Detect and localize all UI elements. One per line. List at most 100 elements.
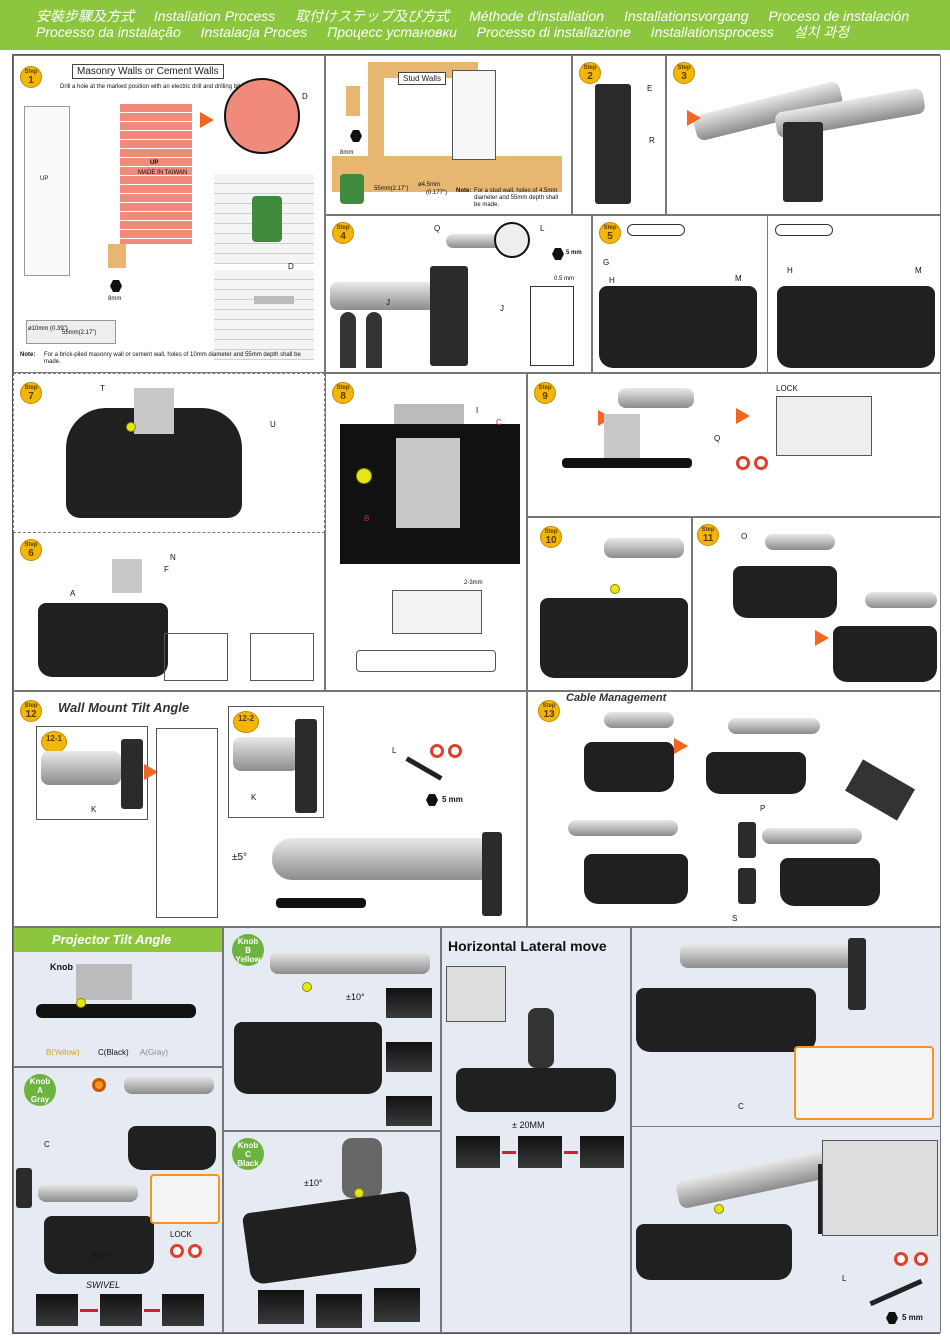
extension-arm (272, 838, 484, 880)
cable-cover (845, 759, 915, 821)
mount-bracket (528, 1008, 554, 1068)
wood-stud (368, 62, 478, 78)
lock-icon (894, 1252, 908, 1266)
part-label: S (732, 914, 738, 923)
step-1-title: Masonry Walls or Cement Walls (72, 64, 224, 79)
projector (241, 1190, 419, 1286)
diameter-inch-label: (0.177") (426, 190, 448, 196)
mount-bracket (76, 964, 132, 1000)
depth-label: 55mm(2.17") (374, 186, 409, 192)
projection-screen (456, 1136, 500, 1168)
mount-plate (394, 404, 464, 424)
wall-plate (783, 122, 823, 202)
projector (636, 1224, 792, 1280)
header-text: Installationsprocess (650, 24, 774, 40)
part-label: U (270, 420, 276, 429)
projection-screen (316, 1294, 362, 1328)
part-label: H (787, 266, 793, 275)
person-icon (340, 312, 356, 368)
gap-label: 0.5 mm (554, 276, 575, 282)
mount-bracket (134, 388, 174, 434)
brick-wall (120, 104, 192, 244)
projection-screen (580, 1136, 624, 1168)
header-row-2: Processo da instalação Instalacja Proces… (36, 24, 936, 40)
swivel-label: SWIVEL (86, 1280, 121, 1290)
unlock-icon (448, 744, 462, 758)
tilt-angle-label: ±5° (232, 852, 248, 863)
wood-block-icon (346, 86, 360, 116)
projector (128, 1126, 216, 1170)
part-label: P (760, 804, 766, 813)
extension-arm (618, 388, 694, 408)
anchor-bolt-icon (254, 296, 294, 304)
electric-drill-icon (340, 174, 364, 204)
bit-size-label: 8mm (340, 150, 354, 156)
part-label: E (647, 84, 653, 93)
detail-box (164, 633, 228, 681)
sub-step-12-2-box: 12-2 K (228, 706, 324, 818)
tilt-angle-label: ±10° (346, 992, 365, 1002)
hex-size-label: 5 mm (442, 795, 463, 804)
extension-arm (41, 751, 121, 785)
part-label: C (738, 1102, 744, 1111)
header-text: 설치 과정 (793, 24, 850, 40)
projector-tilt-panel: Projector Tilt Angle Knob B(Yellow) C(Bl… (13, 927, 223, 1067)
header-banner: 安裝步驟及方式 Installation Process 取付けステップ及び方式… (0, 0, 950, 50)
extension-arm (604, 712, 674, 728)
projection-screen (386, 988, 432, 1018)
projector-tilt-title: Projector Tilt Angle (14, 928, 222, 952)
part-label: T (100, 384, 105, 393)
header-text: Installationsvorgang (623, 8, 749, 24)
detail-closeup (446, 966, 506, 1022)
header-text: 安裝步驟及方式 (36, 8, 134, 24)
projection-screen (518, 1136, 562, 1168)
cable-management-title: Cable Management (566, 692, 667, 704)
projector (636, 988, 816, 1052)
projector (38, 603, 168, 677)
yellow-knob-icon (126, 422, 136, 432)
lateral-range-label: ± 20MM (512, 1120, 545, 1130)
lock-icon (736, 456, 750, 470)
made-in-label: MADE IN TAIWAN (138, 170, 188, 176)
hex-key-icon (869, 1278, 923, 1307)
projector (733, 566, 837, 618)
mount-base (36, 1004, 196, 1018)
detail-closeup (150, 1174, 220, 1224)
gap-label: 2-3mm (464, 580, 483, 586)
yellow-knob-icon (302, 982, 312, 992)
variant-box (775, 224, 833, 236)
part-label: O (741, 532, 748, 541)
lock-label: LOCK (776, 384, 798, 393)
knob-label: Knob (50, 962, 73, 972)
screw-closeup (822, 1140, 938, 1236)
mount-bracket (112, 559, 142, 593)
unlock-icon (188, 1244, 202, 1258)
part-label: D (288, 262, 294, 271)
up-label: UP (40, 176, 49, 182)
projection-screen (374, 1288, 420, 1322)
hex-size-label: 5 mm (902, 1313, 923, 1322)
hex-bit-icon (110, 280, 122, 292)
projector (777, 286, 935, 368)
red-arrow-icon (144, 1309, 160, 1312)
hex-nut-icon (886, 1312, 898, 1324)
yellow-knob-icon (714, 1204, 724, 1214)
extension-arm (233, 737, 299, 771)
detail-box (250, 633, 314, 681)
yellow-knob-icon (76, 998, 86, 1008)
